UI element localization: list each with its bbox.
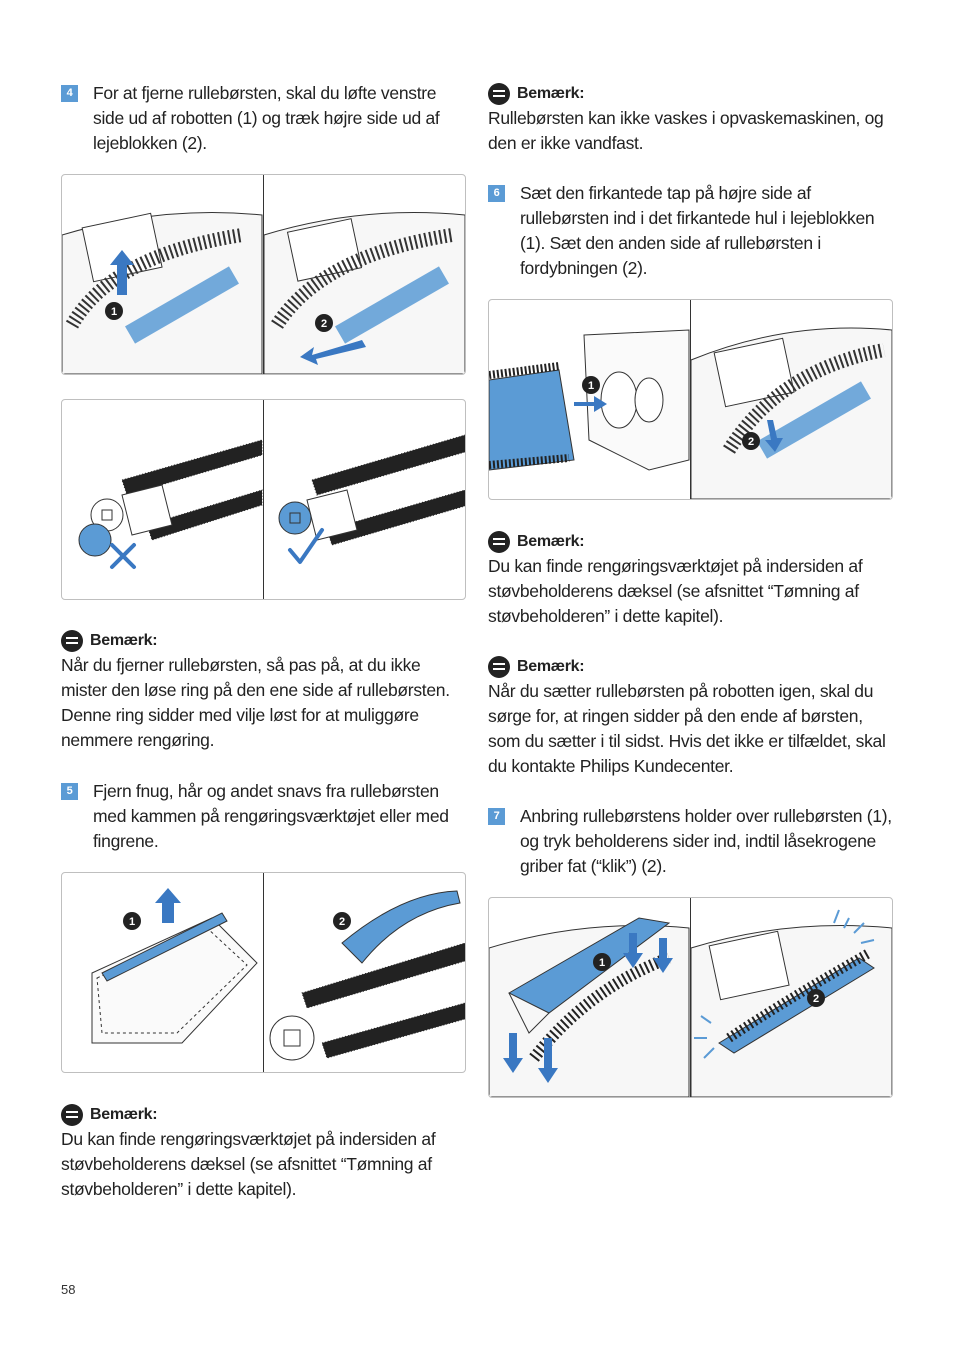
- note-icon: [61, 629, 83, 652]
- note-label: Bemærk:: [90, 632, 158, 649]
- note-right-3: Bemærk: Når du sætter rullebørsten på ro…: [488, 654, 894, 779]
- note-right-2: Bemærk: Du kan finde rengøringsværktøjet…: [488, 529, 894, 629]
- insert-brush-illustration: 1 2: [489, 327, 892, 499]
- figure-insert-brush: 1 2: [488, 299, 893, 500]
- svg-text:1: 1: [129, 916, 135, 928]
- step-number-7: 7: [488, 808, 505, 825]
- note-left-2: Bemærk: Du kan finde rengøringsværktøjet…: [61, 1102, 466, 1202]
- callout-1: [105, 302, 123, 320]
- note-label: Bemærk:: [517, 658, 585, 675]
- note-icon: [488, 82, 510, 105]
- note-text: Du kan finde rengøringsværktøjet på inde…: [488, 556, 863, 626]
- cleaning-tool-illustration: 1 2: [91, 888, 465, 1061]
- step-7-text: Anbring rullebørstens holder over rulleb…: [520, 806, 892, 876]
- correct-check-icon: [288, 528, 324, 564]
- brush-holder-illustration: 1 2: [489, 909, 892, 1097]
- step-5: 5 Fjern fnug, hår og andet snavs fra rul…: [61, 779, 466, 854]
- note-label: Bemærk:: [90, 1106, 158, 1123]
- note-right-1: Bemærk: Rullebørsten kan ikke vaskes i o…: [488, 81, 894, 156]
- svg-text:2: 2: [339, 916, 345, 928]
- step-4-text: For at fjerne rullebørsten, skal du løft…: [93, 83, 440, 153]
- wrong-cross-icon: [110, 543, 136, 569]
- remove-brush-illustration: 1 2: [62, 212, 465, 374]
- page-number: 58: [61, 1282, 76, 1297]
- svg-text:2: 2: [748, 436, 754, 448]
- note-text: Når du fjerner rullebørsten, så pas på, …: [61, 655, 450, 750]
- note-icon: [488, 655, 510, 678]
- figure-brush-holder: 1 2: [488, 897, 893, 1098]
- note-label: Bemærk:: [517, 533, 585, 550]
- note-label: Bemærk:: [517, 85, 585, 102]
- note-text: Når du sætter rullebørsten på robotten i…: [488, 681, 886, 776]
- svg-text:2: 2: [813, 993, 819, 1005]
- step-6-text: Sæt den firkantede tap på højre side af …: [520, 183, 875, 278]
- step-number-4: 4: [61, 85, 78, 102]
- note-left-1: Bemærk: Når du fjerner rullebørsten, så …: [61, 628, 466, 753]
- step-6: 6 Sæt den firkantede tap på højre side a…: [488, 181, 894, 281]
- note-icon: [61, 1103, 83, 1126]
- note-icon: [488, 530, 510, 553]
- note-text: Du kan finde rengøringsværktøjet på inde…: [61, 1129, 436, 1199]
- step-number-6: 6: [488, 185, 505, 202]
- figure-ring-check: [61, 399, 466, 600]
- step-4: 4 For at fjerne rullebørsten, skal du lø…: [61, 81, 466, 156]
- svg-text:1: 1: [599, 957, 605, 969]
- step-number-5: 5: [61, 783, 78, 800]
- callout-2: [315, 314, 333, 332]
- svg-text:1: 1: [111, 306, 117, 318]
- note-text: Rullebørsten kan ikke vaskes i opvaskema…: [488, 108, 884, 153]
- svg-text:1: 1: [588, 380, 594, 392]
- figure-cleaning-tool: 1 2: [61, 872, 466, 1073]
- ring-check-illustration: [78, 434, 465, 569]
- figure-remove-brush: 1 2: [61, 174, 466, 375]
- step-7: 7 Anbring rullebørstens holder over rull…: [488, 804, 894, 879]
- svg-text:2: 2: [321, 318, 327, 330]
- step-5-text: Fjern fnug, hår og andet snavs fra rulle…: [93, 781, 449, 851]
